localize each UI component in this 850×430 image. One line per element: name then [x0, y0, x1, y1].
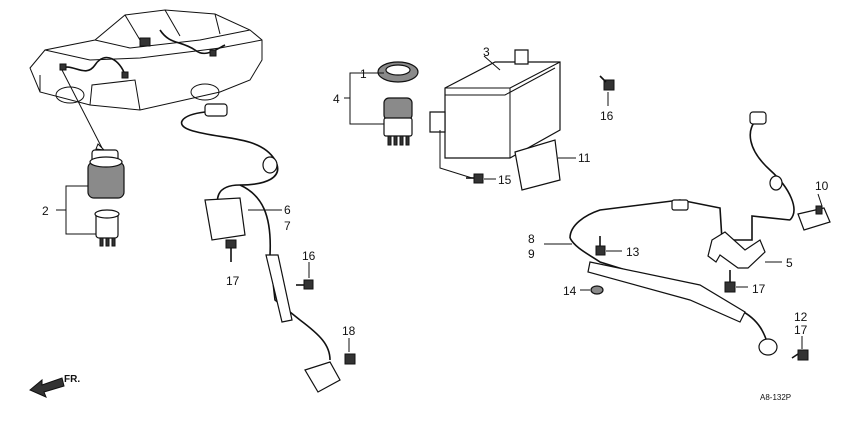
bolt-12-17 [791, 349, 809, 361]
bracket-5 [707, 231, 766, 269]
callout-13: 13 [626, 245, 640, 259]
wheel-sensor-front [180, 103, 356, 393]
bolt-16-lower [296, 279, 314, 290]
relay-part-2 [87, 149, 125, 247]
diagram-code: A8-132P [760, 393, 791, 402]
relay-part-4 [377, 61, 419, 146]
bolt-15 [466, 173, 484, 184]
bolt-17-right [724, 270, 736, 293]
leader-3 [483, 55, 501, 71]
callout-11: 11 [578, 151, 591, 165]
leader-4 [349, 72, 384, 125]
callout-5: 5 [786, 256, 793, 270]
bolt-13 [595, 236, 606, 256]
callout-10: 10 [815, 179, 829, 193]
callout-16-lower: 16 [302, 249, 316, 263]
direction-label: FR. [64, 374, 80, 385]
label-pad-11 [514, 139, 561, 191]
callout-3: 3 [483, 45, 490, 59]
callout-8: 8 [528, 232, 535, 246]
bolt-17-left [225, 239, 237, 262]
callout-2: 2 [42, 204, 49, 218]
wheel-sensor-rear [569, 111, 795, 356]
callout-17-left: 17 [226, 274, 240, 288]
callout-4: 4 [333, 92, 340, 106]
callout-18: 18 [342, 324, 356, 338]
callout-16-upper: 16 [600, 109, 614, 123]
bolt-16-upper [599, 75, 615, 91]
callout-1: 1 [360, 67, 367, 81]
connector-10 [797, 205, 831, 231]
callout-17-right: 17 [752, 282, 766, 296]
callout-17-bottom: 17 [794, 323, 808, 337]
callout-6: 6 [284, 203, 291, 217]
callout-12: 12 [794, 310, 808, 324]
callout-7: 7 [284, 219, 291, 233]
abs-control-unit [429, 49, 561, 159]
nut-14 [590, 285, 604, 295]
front-direction-arrow: FR. [29, 374, 80, 398]
callout-15: 15 [498, 173, 512, 187]
leader-car-to-relay [61, 69, 103, 149]
callout-14: 14 [563, 284, 577, 298]
callout-9: 9 [528, 247, 535, 261]
vehicle-outline [29, 9, 263, 111]
